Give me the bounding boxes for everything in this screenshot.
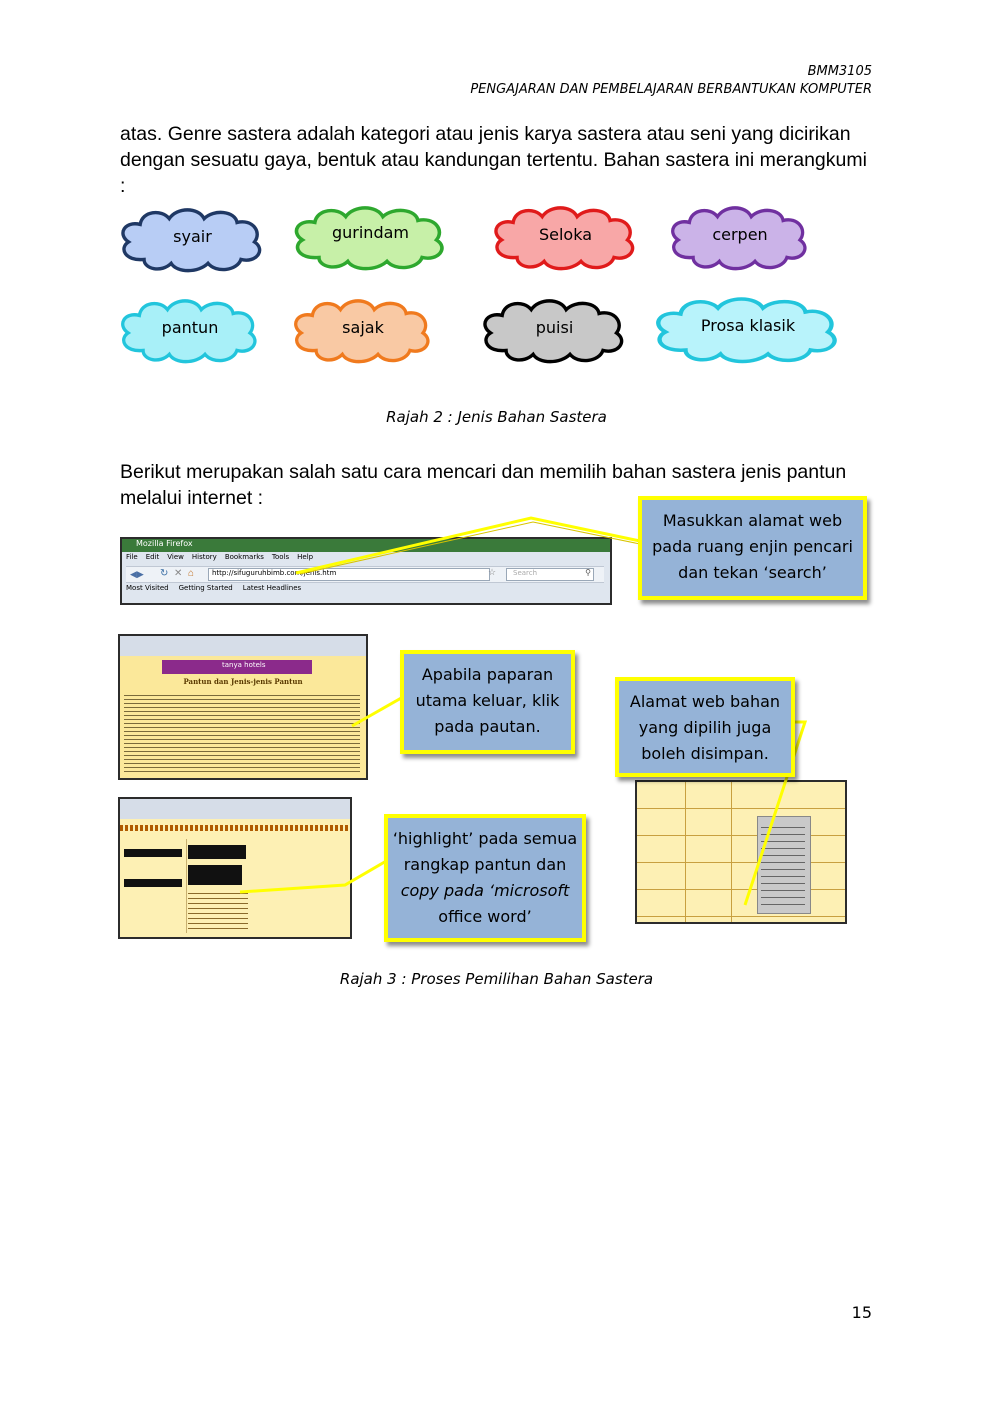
- menu-item[interactable]: Tools: [271, 553, 290, 561]
- browser-navbar: ◀▶ ↻ ✕ ⌂ http://sifuguruhbimb.com/jenis.…: [126, 566, 604, 583]
- callout-save: Alamat web bahan yang dipilih juga boleh…: [615, 677, 795, 777]
- highlighted-text: [124, 849, 182, 857]
- genre-cloud-label: syair: [173, 227, 212, 246]
- genre-cloud: syair: [115, 205, 270, 275]
- bookmark-item[interactable]: Getting Started: [178, 584, 233, 592]
- context-menu-screenshot: [635, 780, 847, 924]
- genre-cloud: Prosa klasik: [648, 294, 848, 366]
- stop-icon[interactable]: ✕: [174, 568, 183, 579]
- callout-line: Apabila paparan: [421, 665, 554, 684]
- browser-titlebar: Mozilla Firefox: [122, 539, 610, 552]
- genre-cloud: puisi: [477, 296, 632, 366]
- genre-cloud: sajak: [288, 296, 438, 366]
- callout-line: utama keluar, klik: [415, 691, 560, 710]
- genre-cloud-label: cerpen: [712, 225, 768, 244]
- ad-banner-text: tanya hotels: [222, 661, 266, 669]
- ad-banner: tanya hotels: [162, 660, 312, 674]
- genre-cloud: pantun: [115, 296, 265, 366]
- pantun-table-screenshot: [118, 797, 352, 939]
- highlighted-text: [124, 879, 182, 887]
- menu-item[interactable]: History: [191, 553, 217, 561]
- menu-item[interactable]: Edit: [145, 553, 160, 561]
- genre-cloud: gurindam: [288, 203, 453, 273]
- star-icon[interactable]: ☆: [488, 567, 497, 577]
- genre-cloud-label: gurindam: [331, 223, 409, 242]
- genre-cloud: cerpen: [665, 203, 815, 273]
- callout-line: Masukkan alamat web: [662, 511, 843, 530]
- highlighted-text: [188, 865, 242, 885]
- callout-line: ‘highlight’ pada semua: [392, 829, 578, 848]
- address-bar[interactable]: http://sifuguruhbimb.com/jenis.htm: [208, 568, 490, 581]
- back-forward-icon[interactable]: ◀▶: [130, 569, 144, 579]
- header-code: BMM3105: [807, 64, 872, 79]
- browser-title: Mozilla Firefox: [136, 539, 193, 548]
- genre-cloud: Seloka: [488, 203, 643, 273]
- reload-icon[interactable]: ↻: [160, 568, 169, 579]
- menu-item[interactable]: Bookmarks: [224, 553, 264, 561]
- table-column: [122, 839, 187, 933]
- home-icon[interactable]: ⌂: [188, 568, 195, 579]
- callout-link: Apabila paparan utama keluar, klik pada …: [400, 650, 575, 754]
- callout-line: yang dipilih juga: [638, 718, 772, 737]
- genre-cloud-label: sajak: [342, 318, 384, 337]
- callout-line: dan tekan ‘search’: [678, 563, 827, 582]
- callout-line: pada ruang enjin pencari: [652, 537, 853, 556]
- table-divider: [731, 782, 732, 922]
- genre-cloud-label: pantun: [161, 318, 219, 337]
- callout-highlight: ‘highlight’ pada semua rangkap pantun da…: [384, 814, 586, 942]
- highlighted-text: [188, 845, 246, 859]
- menu-item[interactable]: File: [126, 553, 138, 561]
- menu-item[interactable]: View: [167, 553, 184, 561]
- search-field[interactable]: Search ⚲: [506, 568, 594, 581]
- browser-toolbar-screenshot: Mozilla Firefox File Edit View History Bookm…: [120, 537, 612, 605]
- callout-address: Masukkan alamat web pada ruang enjin pen…: [638, 496, 867, 600]
- callout-line: office word’: [438, 907, 532, 926]
- header-course: PENGAJARAN DAN PEMBELAJARAN BERBANTUKAN …: [470, 82, 872, 97]
- genre-cloud-label: Prosa klasik: [700, 316, 796, 335]
- callout-line: Alamat web bahan: [629, 692, 781, 711]
- callout-line: pada pautan.: [434, 717, 541, 736]
- genre-cloud-label: puisi: [535, 318, 574, 337]
- paragraph-genre: atas. Genre sastera adalah kategori atau…: [120, 123, 867, 197]
- figure-caption-3: Rajah 3 : Proses Pemilihan Bahan Sastera: [339, 970, 654, 988]
- webpage-browser-chrome: [120, 636, 366, 656]
- callout-line: copy pada ‘microsoft: [400, 881, 570, 900]
- genre-cloud-label: Seloka: [538, 225, 593, 244]
- callout-line: rangkap pantun dan: [403, 855, 567, 874]
- search-placeholder: Search: [513, 569, 538, 577]
- search-icon[interactable]: ⚲: [585, 568, 591, 577]
- page-number: 15: [851, 1303, 872, 1322]
- callout-line: boleh disimpan.: [641, 744, 769, 763]
- bookmark-item[interactable]: Most Visited: [126, 584, 169, 592]
- bookmarks-bar: Most Visited Getting Started Latest Headli…: [126, 584, 311, 592]
- table-divider: [685, 782, 686, 922]
- webpage-heading: Pantun dan Jenis-jenis Pantun: [183, 677, 303, 686]
- webpage-body-text: [124, 692, 360, 772]
- figure-caption-2: Rajah 2 : Jenis Bahan Sastera: [386, 408, 607, 426]
- bookmark-item[interactable]: Latest Headlines: [242, 584, 302, 592]
- table-text: [188, 889, 248, 929]
- browser-menubar: File Edit View History Bookmarks Tools Help: [126, 553, 321, 564]
- address-url: http://sifuguruhbimb.com/jenis.htm: [212, 569, 337, 577]
- table-browser-chrome: [120, 799, 350, 819]
- paragraph-process: Berikut merupakan salah satu cara mencar…: [120, 461, 847, 509]
- webpage-screenshot: tanya hotels Pantun dan Jenis-jenis Pant…: [118, 634, 368, 780]
- menu-item[interactable]: Help: [297, 553, 314, 561]
- table-intro-text: [120, 825, 350, 831]
